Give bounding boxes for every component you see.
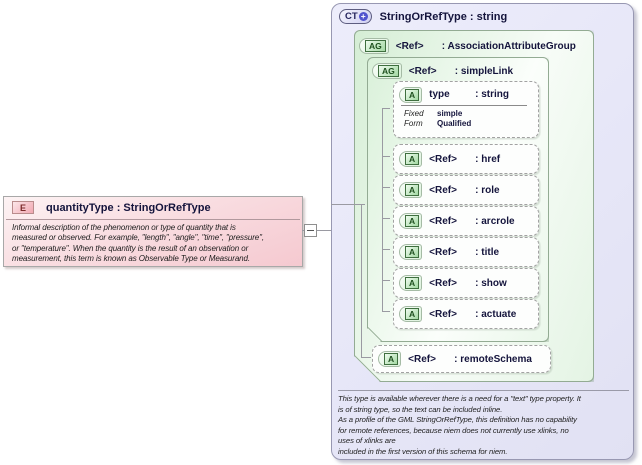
attribute-badge: A <box>399 244 422 260</box>
element-description: Informal description of the phenomenon o… <box>12 223 264 263</box>
ref-label: <Ref> <box>429 153 457 165</box>
type-label: : role <box>475 184 500 196</box>
attribute-actuate[interactable]: A <Ref> : actuate <box>393 299 539 329</box>
tree-line <box>382 249 390 250</box>
type-label: : show <box>475 277 507 289</box>
attribute-group-badge-label: AG <box>365 40 386 52</box>
attribute-group-badge: AG <box>359 38 389 54</box>
type-label: : AssociationAttributeGroup <box>441 40 576 52</box>
plus-icon: + <box>358 12 368 21</box>
attribute-type[interactable]: A type : string Fixed simple Form Qualif… <box>393 81 539 138</box>
complex-type-badge: CT+ <box>339 9 372 24</box>
attribute-badge-label: A <box>384 353 398 365</box>
attribute-header: A <Ref> : title <box>394 238 538 266</box>
tree-line <box>382 311 390 312</box>
attribute-remoteschema[interactable]: A <Ref> : remoteSchema <box>372 345 551 373</box>
tree-line <box>382 280 390 281</box>
tree-line <box>361 357 371 358</box>
attribute-badge-label: A <box>405 246 419 258</box>
complex-type-header: CT+ StringOrRefType : string <box>339 9 507 24</box>
type-label: : href <box>475 153 501 165</box>
minus-icon <box>307 230 314 231</box>
attribute-show[interactable]: A <Ref> : show <box>393 268 539 298</box>
complex-type-title: StringOrRefType : string <box>379 10 508 23</box>
attribute-badge-label: A <box>405 308 419 320</box>
type-label: : remoteSchema <box>454 353 532 365</box>
attribute-group-header: AG <Ref> : simpleLink <box>372 63 548 79</box>
tree-line <box>382 187 390 188</box>
complex-type-box-stringorreftype[interactable]: CT+ StringOrRefType : string AG <Ref> : … <box>331 3 634 460</box>
ref-label: <Ref> <box>429 308 457 320</box>
type-label: : arcrole <box>475 215 515 227</box>
ref-label: <Ref> <box>408 65 437 77</box>
tree-line <box>331 204 365 205</box>
facet-table: Fixed simple Form Qualified <box>404 109 471 128</box>
type-label: : actuate <box>475 308 517 320</box>
annotation-text: This type is available wherever there is… <box>338 394 581 456</box>
attribute-role[interactable]: A <Ref> : role <box>393 175 539 205</box>
attribute-name: type <box>429 89 450 100</box>
ref-label: <Ref> <box>429 184 457 196</box>
tree-line <box>361 204 362 358</box>
attribute-badge: A <box>378 351 401 367</box>
ref-label: <Ref> <box>429 277 457 289</box>
facet-value: simple <box>437 109 463 118</box>
attribute-title[interactable]: A <Ref> : title <box>393 237 539 267</box>
attribute-badge: A <box>399 182 422 198</box>
attribute-header: A <Ref> : actuate <box>394 300 538 328</box>
attribute-badge: A <box>399 87 422 103</box>
ref-label: <Ref> <box>429 246 457 258</box>
attribute-header: A <Ref> : remoteSchema <box>373 346 550 372</box>
divider <box>401 105 527 106</box>
complex-type-badge-label: CT <box>345 11 358 22</box>
attribute-href[interactable]: A <Ref> : href <box>393 144 539 174</box>
attribute-arcrole[interactable]: A <Ref> : arcrole <box>393 206 539 236</box>
attribute-badge: A <box>399 306 422 322</box>
connector-line <box>302 230 304 231</box>
attribute-header: A <Ref> : href <box>394 145 538 173</box>
attribute-header: A type : string <box>394 82 538 105</box>
ref-label: <Ref> <box>395 40 424 52</box>
divider <box>6 219 300 220</box>
attribute-group-badge-label: AG <box>378 65 399 77</box>
facet-label: Fixed <box>404 109 424 118</box>
attribute-group-badge: AG <box>372 63 402 79</box>
element-header: E quantityType : StringOrRefType <box>12 201 211 214</box>
tree-line <box>382 218 390 219</box>
divider <box>338 390 629 391</box>
element-title: quantityType : StringOrRefType <box>46 201 211 214</box>
attribute-group-associationattributegroup[interactable]: AG <Ref> : AssociationAttributeGroup AG … <box>354 30 594 382</box>
element-box-quantitytype[interactable]: E quantityType : StringOrRefType Informa… <box>3 196 303 267</box>
attribute-badge: A <box>399 275 422 291</box>
tree-line <box>382 108 383 312</box>
collapse-toggle[interactable] <box>304 224 317 237</box>
attribute-badge: A <box>399 213 422 229</box>
type-label: : title <box>475 246 500 258</box>
ref-label: <Ref> <box>429 215 457 227</box>
tree-line <box>382 108 390 109</box>
type-label: : string <box>475 89 510 100</box>
attribute-header: A <Ref> : show <box>394 269 538 297</box>
attribute-badge-label: A <box>405 89 419 101</box>
attribute-badge-label: A <box>405 184 419 196</box>
chamfer-edge <box>368 327 383 342</box>
tree-line <box>382 156 390 157</box>
ref-label: <Ref> <box>408 353 436 365</box>
attribute-badge-label: A <box>405 215 419 227</box>
attribute-group-header: AG <Ref> : AssociationAttributeGroup <box>359 38 593 54</box>
element-badge: E <box>12 201 34 214</box>
attribute-header: A <Ref> : role <box>394 176 538 204</box>
attribute-header: A <Ref> : arcrole <box>394 207 538 235</box>
facet-value: Qualified <box>437 118 472 128</box>
attribute-badge-label: A <box>405 277 419 289</box>
attribute-group-simplelink[interactable]: AG <Ref> : simpleLink A type : string Fi… <box>367 57 549 342</box>
type-label: : simpleLink <box>454 65 514 77</box>
connector-line <box>317 230 331 231</box>
attribute-badge-label: A <box>405 153 419 165</box>
attribute-badge: A <box>399 151 422 167</box>
facet-label: Form <box>404 118 423 128</box>
